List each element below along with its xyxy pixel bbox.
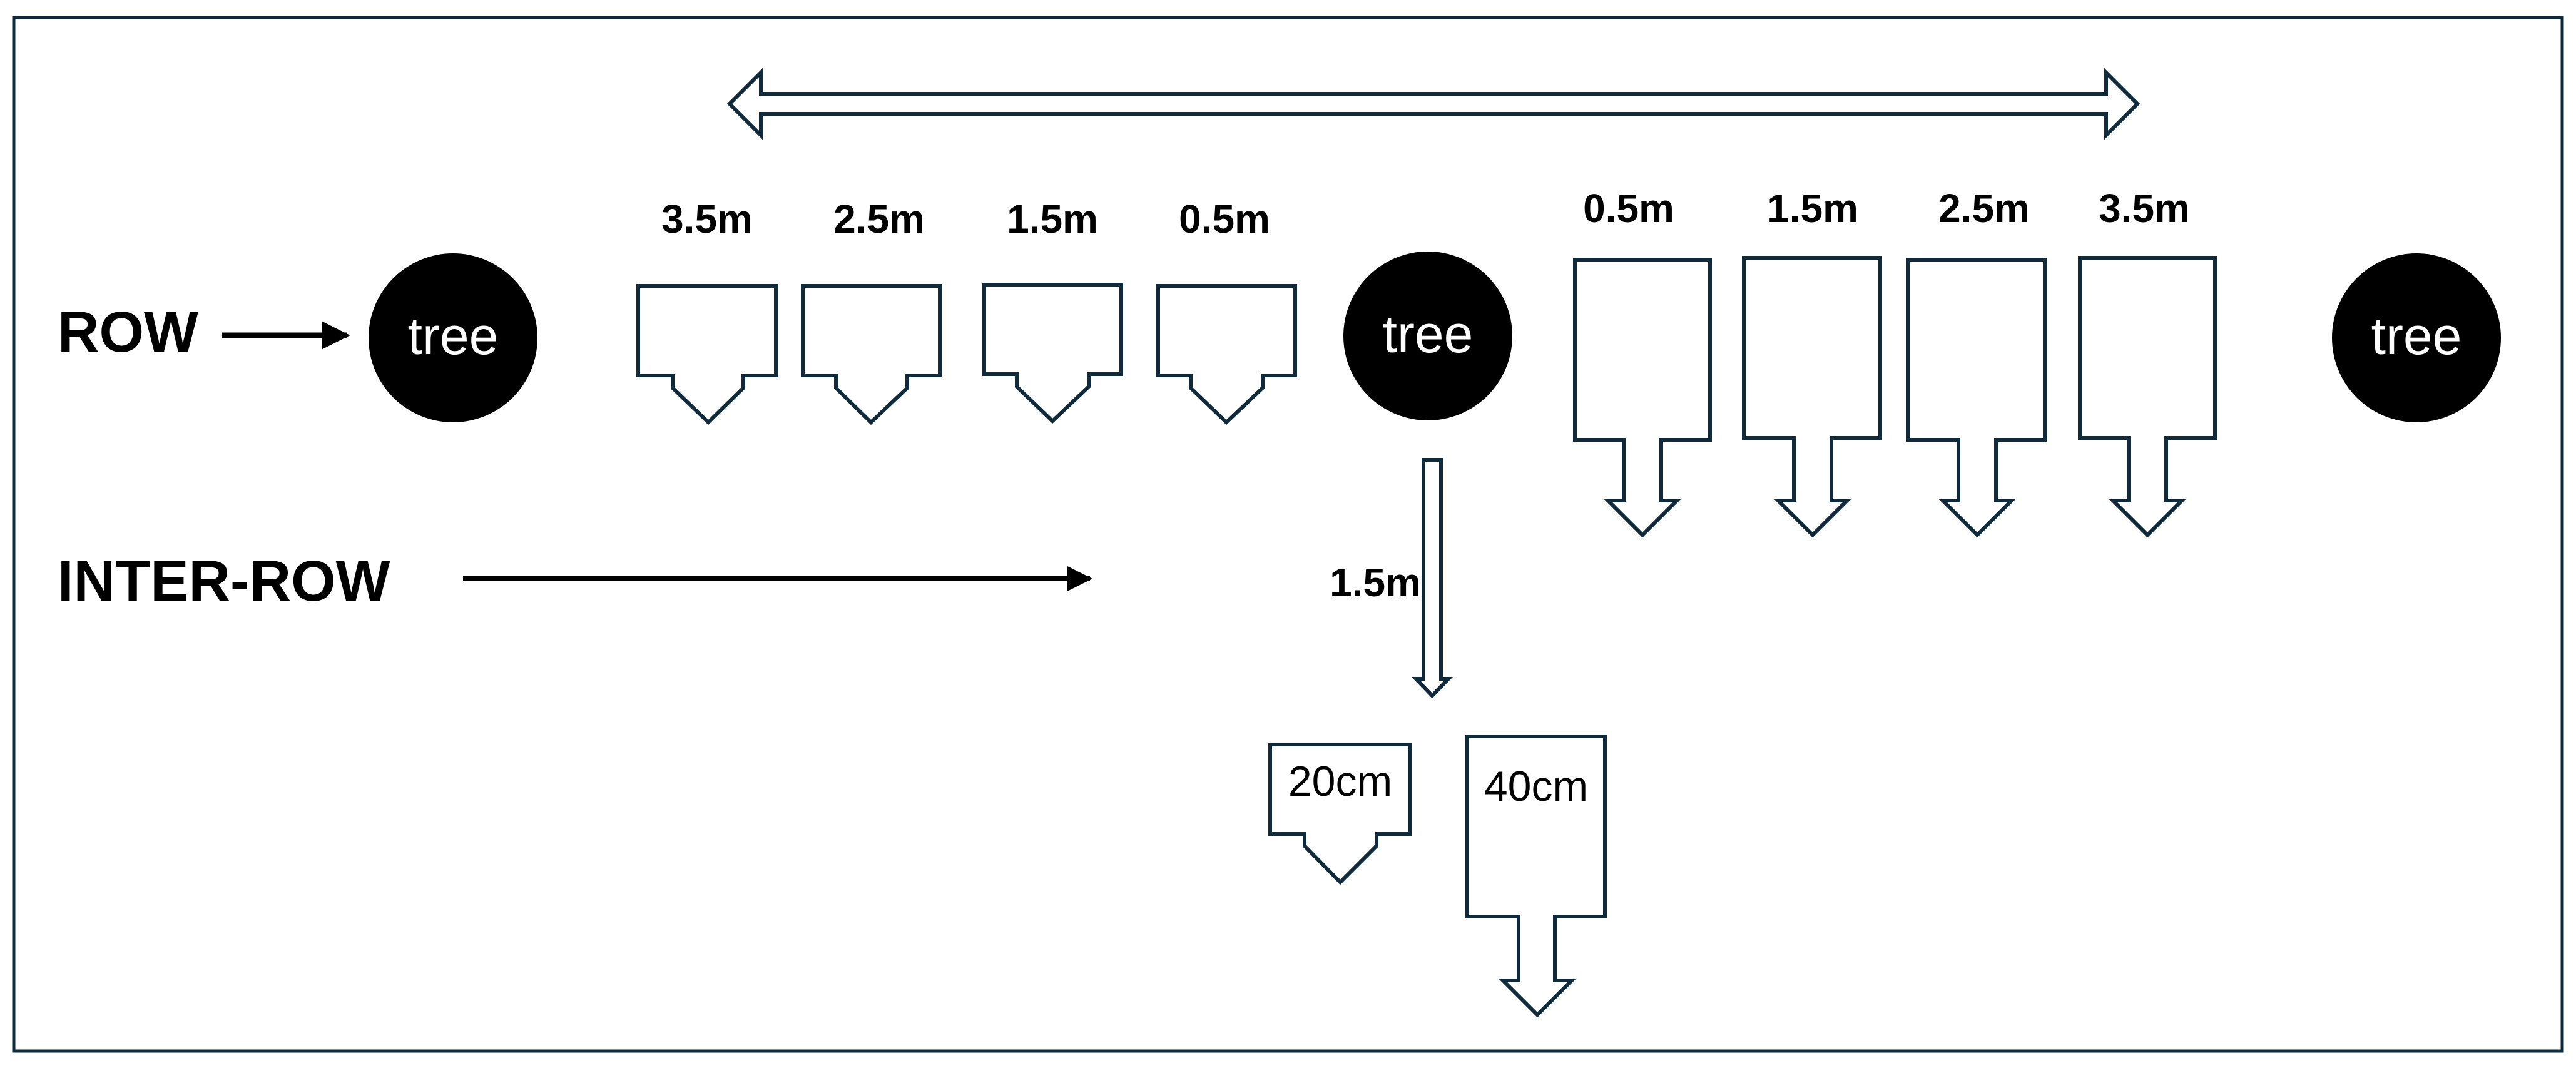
sampler-distance-label: 3.5m (2099, 186, 2190, 231)
sampler-distance-label: 0.5m (1179, 196, 1270, 242)
down-block-arrow-icon (801, 284, 942, 425)
sampler-distance-label: 0.5m (1583, 186, 1674, 231)
sampler-left-2: 2.5m (801, 196, 942, 425)
double-headed-arrow-icon (726, 68, 2141, 140)
sampler-left-3: 1.5m (982, 196, 1123, 424)
down-block-arrow-icon (2078, 256, 2217, 538)
depth-label: 40cm (1484, 763, 1588, 810)
sampler-distance-label: 1.5m (1767, 186, 1858, 231)
sampler-left-4: 0.5m (1156, 196, 1297, 425)
down-arrow-icon (1411, 458, 1453, 699)
sampler-left-1: 3.5m (636, 196, 778, 425)
sampler-right-3: 2.5m (1906, 186, 2047, 538)
down-block-arrow-icon (1573, 258, 1712, 538)
sampler-right-4: 3.5m (2078, 186, 2217, 538)
sampler-distance-label: 3.5m (661, 196, 753, 242)
tree-label: tree (1383, 305, 1474, 364)
sampler-right-2: 1.5m (1742, 186, 1882, 538)
diagram-frame (12, 16, 2564, 1053)
sampler-distance-label: 2.5m (833, 196, 925, 242)
tree-center: tree (1343, 252, 1512, 420)
sampler-right-1: 0.5m (1573, 186, 1712, 538)
down-block-arrow-icon (1906, 258, 2047, 538)
inter-row-label: INTER-ROW (58, 549, 390, 613)
depth-label: 20cm (1288, 758, 1392, 805)
depth-sampler-20cm: 20cm (1268, 743, 1412, 885)
down-block-arrow-icon (1156, 284, 1297, 425)
down-block-arrow-icon (1465, 735, 1607, 1018)
sampler-distance-label: 1.5m (1007, 196, 1098, 242)
inter-row-distance-label: 1.5m (1330, 560, 1421, 605)
down-block-arrow-icon (636, 284, 778, 425)
tree-right: tree (2332, 253, 2501, 422)
down-block-arrow-icon (982, 283, 1123, 424)
row-label: ROW (58, 300, 198, 364)
tree-left: tree (369, 253, 537, 422)
sampler-distance-label: 2.5m (1938, 186, 2030, 231)
tree-label: tree (2371, 307, 2462, 365)
tree-label: tree (408, 307, 499, 365)
down-block-arrow-icon (1268, 743, 1412, 885)
down-block-arrow-icon (1742, 256, 1882, 538)
depth-sampler-40cm: 40cm (1465, 735, 1607, 1018)
